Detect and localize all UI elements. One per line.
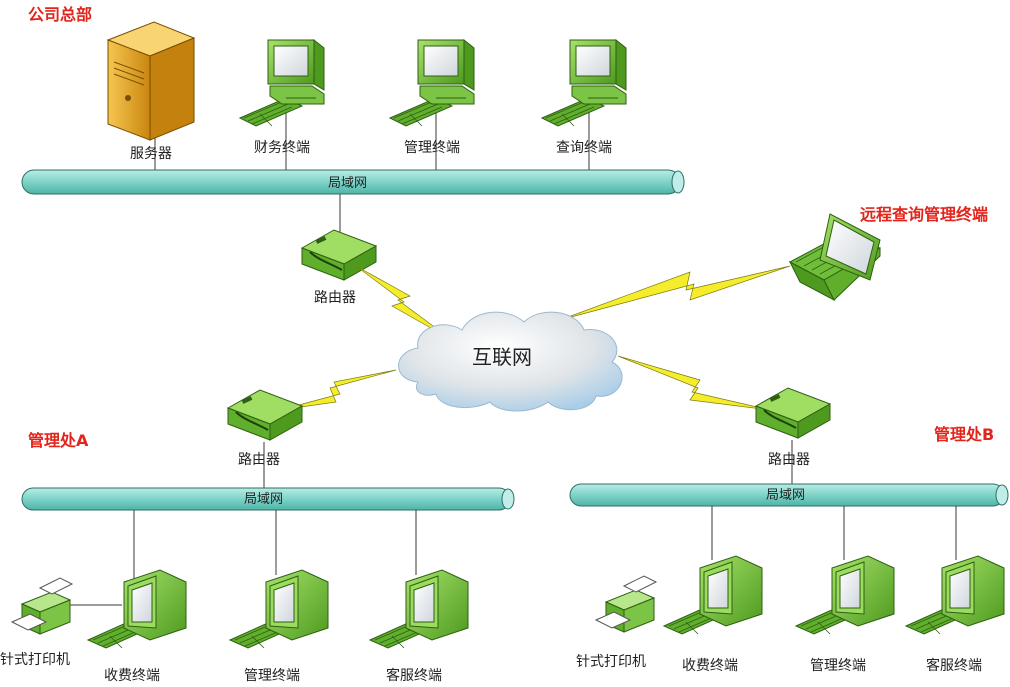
office-b-management-terminal-icon[interactable] bbox=[795, 555, 895, 635]
office-b-lan-bus bbox=[569, 483, 1009, 507]
hq-lan-label: 局域网 bbox=[328, 176, 367, 191]
finance-terminal-label: 财务终端 bbox=[254, 140, 310, 156]
site-label-office-a: 管理处A bbox=[28, 431, 89, 450]
office-a-drop-lines bbox=[68, 510, 417, 606]
lightning-icon bbox=[617, 355, 771, 411]
office-b-service-terminal-label: 客服终端 bbox=[926, 657, 982, 674]
lightning-icon bbox=[559, 265, 791, 321]
query-terminal-label: 查询终端 bbox=[556, 140, 612, 156]
remote-laptop-icon[interactable] bbox=[788, 213, 882, 302]
office-b-service-terminal-icon[interactable] bbox=[905, 555, 1005, 635]
office-b-router-label: 路由器 bbox=[768, 452, 810, 468]
office-a-service-terminal-label: 客服终端 bbox=[386, 667, 442, 684]
office-a-billing-terminal-label: 收费终端 bbox=[104, 668, 160, 684]
hq-lan-bus bbox=[21, 169, 685, 195]
site-label-office-b: 管理处B bbox=[934, 425, 994, 444]
office-b-router-icon[interactable] bbox=[755, 387, 831, 439]
finance-terminal-icon[interactable] bbox=[239, 39, 325, 127]
office-b-printer-label: 针式打印机 bbox=[576, 653, 646, 670]
office-a-printer-icon[interactable] bbox=[11, 577, 73, 635]
site-label-hq: 公司总部 bbox=[28, 5, 92, 24]
query-terminal-icon[interactable] bbox=[541, 39, 627, 127]
server-icon[interactable] bbox=[106, 21, 196, 141]
office-a-lan-bus bbox=[21, 487, 515, 511]
site-label-remote: 远程查询管理终端 bbox=[860, 205, 988, 224]
office-a-service-terminal-icon[interactable] bbox=[369, 569, 469, 649]
office-b-billing-terminal-icon[interactable] bbox=[663, 555, 763, 635]
office-a-router-icon[interactable] bbox=[227, 389, 303, 441]
office-b-printer-icon[interactable] bbox=[595, 575, 657, 633]
office-a-lan-label: 局域网 bbox=[244, 492, 283, 507]
internet-label: 互联网 bbox=[472, 345, 532, 369]
office-b-management-terminal-label: 管理终端 bbox=[810, 658, 866, 674]
hq-router-label: 路由器 bbox=[314, 290, 356, 306]
server-label: 服务器 bbox=[130, 146, 172, 162]
office-a-printer-label: 针式打印机 bbox=[0, 651, 70, 668]
office-b-lan-label: 局域网 bbox=[766, 488, 805, 503]
office-a-management-terminal-label: 管理终端 bbox=[244, 668, 300, 684]
office-b-billing-terminal-label: 收费终端 bbox=[682, 658, 738, 674]
office-b-drop-lines bbox=[711, 506, 957, 560]
management-terminal-icon[interactable] bbox=[389, 39, 475, 127]
management-terminal-label: 管理终端 bbox=[404, 140, 460, 156]
hq-drop-lines bbox=[154, 90, 590, 245]
office-a-router-label: 路由器 bbox=[238, 452, 280, 468]
office-a-billing-terminal-icon[interactable] bbox=[87, 569, 187, 649]
internet-cloud-icon bbox=[398, 311, 623, 412]
office-a-management-terminal-icon[interactable] bbox=[229, 569, 329, 649]
